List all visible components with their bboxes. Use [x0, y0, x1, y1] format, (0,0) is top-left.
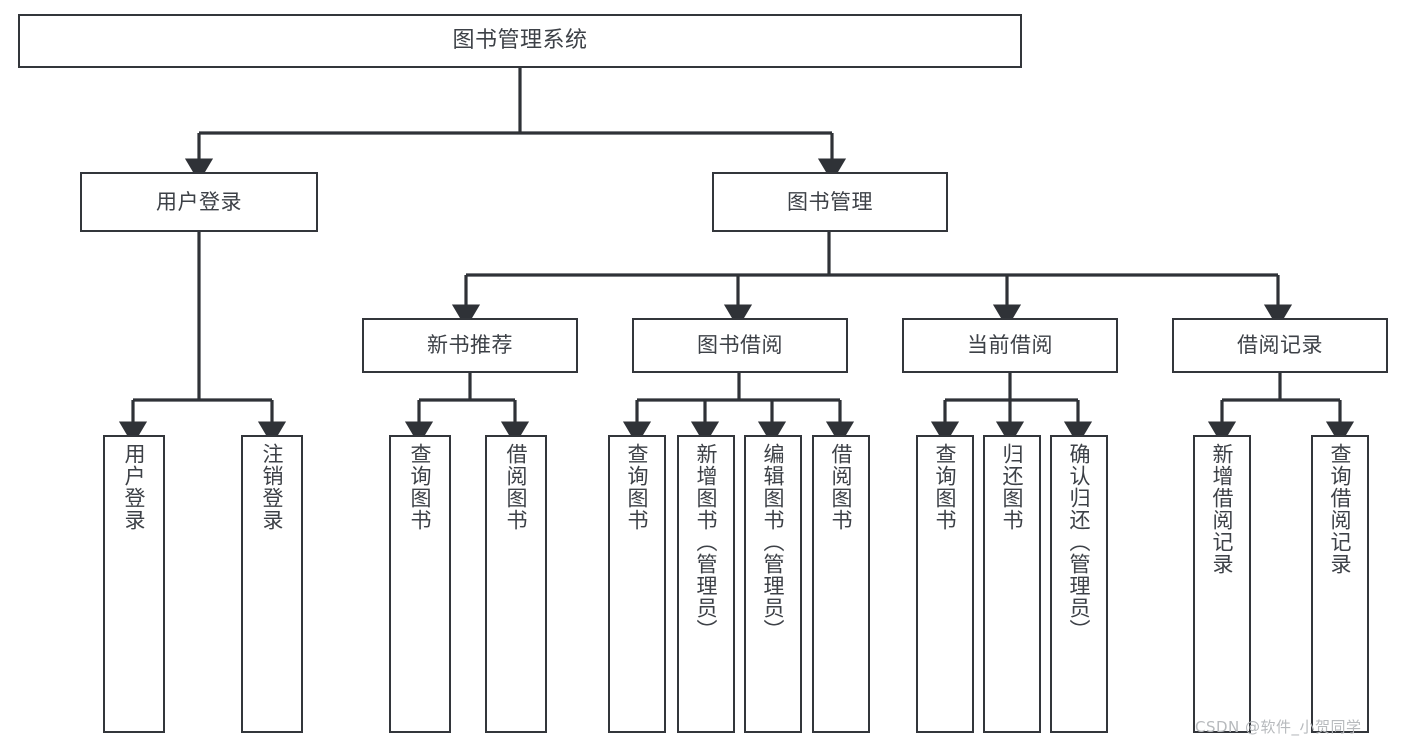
node-book-manage[interactable]: 图书管理 — [712, 172, 948, 232]
leaf-borrow-book-2[interactable]: 借阅图书 — [812, 435, 870, 733]
leaf-add-book-label: 新增图书（管理员） — [694, 443, 719, 641]
node-borrow-record[interactable]: 借阅记录 — [1172, 318, 1388, 373]
leaf-query-book-2[interactable]: 查询图书 — [608, 435, 666, 733]
leaf-borrow-book-1[interactable]: 借阅图书 — [485, 435, 547, 733]
leaf-add-record-label: 新增借阅记录 — [1210, 443, 1235, 575]
leaf-logout-login[interactable]: 注销登录 — [241, 435, 303, 733]
leaf-return-book[interactable]: 归还图书 — [983, 435, 1041, 733]
leaf-query-record-label: 查询借阅记录 — [1328, 443, 1353, 575]
node-borrow-record-label: 借阅记录 — [1237, 333, 1323, 358]
node-new-book-recommend[interactable]: 新书推荐 — [362, 318, 578, 373]
leaf-query-record[interactable]: 查询借阅记录 — [1311, 435, 1369, 733]
node-book-borrow-label: 图书借阅 — [697, 333, 783, 358]
leaf-edit-book-label: 编辑图书（管理员） — [761, 443, 786, 641]
watermark: CSDN @软件_小贺同学 — [1195, 718, 1362, 736]
leaf-edit-book[interactable]: 编辑图书（管理员） — [744, 435, 802, 733]
node-book-borrow[interactable]: 图书借阅 — [632, 318, 848, 373]
node-root-label: 图书管理系统 — [452, 28, 588, 54]
leaf-query-book-1-label: 查询图书 — [408, 443, 433, 531]
node-root[interactable]: 图书管理系统 — [18, 14, 1022, 68]
leaf-confirm-return-label: 确认归还（管理员） — [1067, 443, 1092, 641]
leaf-query-book-3-label: 查询图书 — [933, 443, 958, 531]
node-user-login-label: 用户登录 — [156, 189, 242, 214]
node-new-book-recommend-label: 新书推荐 — [427, 333, 513, 358]
node-user-login[interactable]: 用户登录 — [80, 172, 318, 232]
node-book-manage-label: 图书管理 — [787, 189, 873, 214]
leaf-user-login-label: 用户登录 — [122, 443, 147, 531]
leaf-borrow-book-2-label: 借阅图书 — [829, 443, 854, 531]
leaf-add-record[interactable]: 新增借阅记录 — [1193, 435, 1251, 733]
leaf-add-book[interactable]: 新增图书（管理员） — [677, 435, 735, 733]
leaf-return-book-label: 归还图书 — [1000, 443, 1025, 531]
leaf-user-login[interactable]: 用户登录 — [103, 435, 165, 733]
leaf-query-book-3[interactable]: 查询图书 — [916, 435, 974, 733]
leaf-logout-login-label: 注销登录 — [260, 443, 285, 531]
leaf-query-book-2-label: 查询图书 — [625, 443, 650, 531]
node-current-borrow[interactable]: 当前借阅 — [902, 318, 1118, 373]
leaf-confirm-return[interactable]: 确认归还（管理员） — [1050, 435, 1108, 733]
node-current-borrow-label: 当前借阅 — [967, 333, 1053, 358]
leaf-borrow-book-1-label: 借阅图书 — [504, 443, 529, 531]
leaf-query-book-1[interactable]: 查询图书 — [389, 435, 451, 733]
